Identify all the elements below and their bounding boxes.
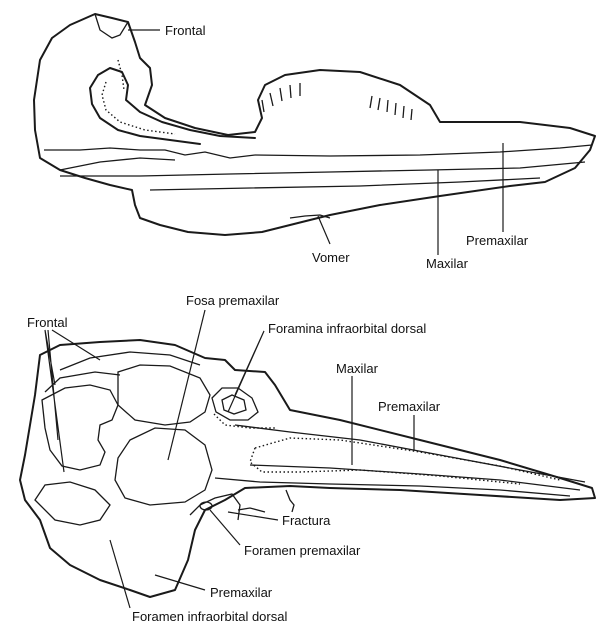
dorsal-fracture — [238, 490, 294, 512]
dorsal-upper-blob — [118, 365, 210, 425]
lateral-rostrum-middle — [60, 162, 585, 176]
lateral-view-skull: Frontal Vomer Maxilar Premaxilar — [34, 14, 595, 271]
lateral-vomer-notch — [290, 215, 330, 218]
dorsal-premaxillary-dotted — [250, 438, 560, 484]
label-maxilar-top: Maxilar — [426, 256, 469, 271]
label-vomer: Vomer — [312, 250, 350, 265]
label-foramen-premaxilar: Foramen premaxilar — [244, 543, 361, 558]
dorsal-premaxilar-lower — [35, 482, 110, 525]
label-maxilar-lower: Maxilar — [336, 361, 379, 376]
leader-fosa-premaxilar — [168, 310, 205, 460]
lateral-cranium-outline — [34, 14, 595, 235]
label-frontal-top: Frontal — [165, 23, 206, 38]
dorsal-frontal-plate — [42, 385, 118, 470]
leader-foramen-infraorbital — [110, 540, 130, 608]
dorsal-frontal-rim — [45, 352, 200, 392]
lateral-rostrum-upper — [255, 145, 592, 156]
label-fractura: Fractura — [282, 513, 331, 528]
lateral-orbit-rim — [90, 68, 255, 144]
label-foramina-infraorbital-dorsal: Foramina infraorbital dorsal — [268, 321, 426, 336]
leader-foramen-premaxilar — [210, 510, 240, 545]
dorsal-view-skull: Frontal Fosa premaxilar Foramina infraor… — [20, 293, 595, 624]
label-premaxilar-bottom: Premaxilar — [210, 585, 273, 600]
lateral-cranial-suture-2 — [60, 158, 175, 170]
leader-frontal-left — [45, 330, 100, 472]
lateral-maxillary-hatches — [262, 83, 412, 120]
leader-fractura — [228, 512, 278, 520]
label-fosa-premaxilar: Fosa premaxilar — [186, 293, 280, 308]
label-premaxilar-right: Premaxilar — [378, 399, 441, 414]
label-frontal-left: Frontal — [27, 315, 68, 330]
label-premaxilar-top: Premaxilar — [466, 233, 529, 248]
lateral-cranial-suture — [44, 148, 255, 158]
dorsal-fosa-premaxilar — [115, 428, 212, 505]
lateral-rostrum-lower — [150, 178, 540, 190]
leader-vomer — [318, 216, 330, 244]
dorsal-foramina-infraorbital — [212, 388, 258, 420]
label-foramen-infraorbital-dorsal: Foramen infraorbital dorsal — [132, 609, 287, 624]
